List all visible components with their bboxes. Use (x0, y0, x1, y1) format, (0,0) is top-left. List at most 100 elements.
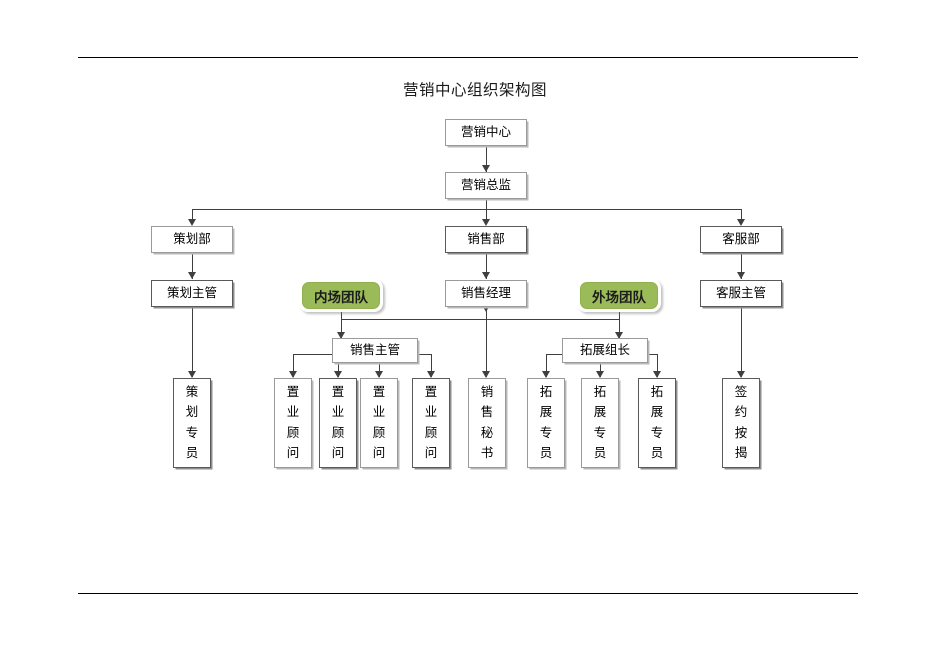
node-outdoor-team[interactable]: 外场团队 (577, 279, 661, 312)
char: 专 (650, 425, 664, 440)
node-expansion-leader[interactable]: 拓展组长 (562, 338, 648, 363)
node-sales-secretary[interactable]: 销 售 秘 书 (468, 378, 506, 468)
node-label: 销售经理 (460, 286, 511, 301)
connector-sales-manager-down (486, 307, 487, 320)
connector-planning-supervisor-to-specialist (192, 307, 193, 377)
arrow-expansion-2 (595, 371, 604, 378)
char: 问 (286, 445, 300, 460)
node-label: 策划部 (173, 232, 211, 247)
char: 约 (734, 405, 748, 420)
node-marketing-center[interactable]: 营销中心 (445, 119, 527, 146)
char: 划 (185, 405, 199, 420)
char: 书 (480, 445, 494, 460)
char: 员 (593, 445, 607, 460)
node-label: 外场团队 (592, 289, 646, 306)
arrow-consultant-4 (426, 371, 435, 378)
node-expansion-specialist-2[interactable]: 拓 展 专 员 (581, 378, 619, 468)
node-indoor-team[interactable]: 内场团队 (299, 279, 383, 312)
arrow-sales-secretary (481, 371, 490, 378)
node-label: 营销中心 (460, 125, 511, 140)
arrow-planning-specialist (187, 371, 196, 378)
char: 拓 (539, 385, 553, 399)
char: 顾 (286, 425, 300, 440)
char: 业 (331, 405, 345, 420)
char: 展 (650, 405, 664, 420)
char: 专 (539, 425, 553, 440)
char: 销 (480, 385, 494, 399)
connector-indoor-team-to-sales-supervisor (341, 305, 342, 338)
header-rule (78, 57, 858, 58)
indoor-team-label-wrap: 内场团队 (302, 282, 380, 309)
node-label: 内场团队 (314, 289, 368, 306)
node-signing-mortgage[interactable]: 签 约 按 揭 (722, 378, 760, 468)
page-title: 营销中心组织架构图 (402, 82, 547, 99)
connector-team-bar (341, 319, 619, 320)
char: 业 (286, 405, 300, 420)
char: 置 (286, 385, 300, 399)
char: 问 (331, 445, 345, 460)
char: 顾 (331, 425, 345, 440)
char: 置 (372, 385, 386, 399)
node-property-consultant-3[interactable]: 置 业 顾 问 (360, 378, 398, 468)
node-planning-specialist[interactable]: 策 划 专 员 (173, 378, 211, 468)
node-label: 客服主管 (715, 286, 766, 301)
char: 顾 (424, 425, 438, 440)
char: 顾 (372, 425, 386, 440)
arrow-service-supervisor (736, 272, 745, 279)
connector-expansion-1-drop (546, 354, 547, 377)
node-property-consultant-1[interactable]: 置 业 顾 问 (274, 378, 312, 468)
connector-consultant-1-drop (293, 354, 294, 377)
connector-consultant-3-drop (379, 363, 380, 377)
node-label: 销售部 (467, 232, 505, 247)
arrow-root-to-director (481, 165, 490, 172)
arrow-expansion-leader (614, 332, 623, 339)
char: 揭 (734, 445, 748, 460)
node-property-consultant-2[interactable]: 置 业 顾 问 (319, 378, 357, 468)
char: 拓 (593, 385, 607, 399)
node-label: 营销总监 (460, 178, 511, 193)
node-sales-supervisor[interactable]: 销售主管 (332, 338, 418, 363)
arrow-consultant-2 (333, 371, 342, 378)
char: 售 (480, 405, 494, 420)
node-label: 客服部 (722, 232, 760, 247)
arrow-signing-mortgage (736, 371, 745, 378)
arrow-sales-supervisor (336, 332, 345, 339)
char: 业 (372, 405, 386, 420)
connector-to-sales-dept (486, 209, 487, 224)
node-planning-supervisor[interactable]: 策划主管 (151, 280, 233, 307)
connector-director-down (486, 199, 487, 210)
connector-to-service-dept (741, 209, 742, 224)
node-label: 销售主管 (349, 343, 400, 358)
arrow-to-service-dept (736, 219, 745, 226)
arrow-planning-supervisor (187, 272, 196, 279)
node-label: 策划主管 (166, 286, 217, 301)
node-expansion-specialist-3[interactable]: 拓 展 专 员 (638, 378, 676, 468)
node-property-consultant-4[interactable]: 置 业 顾 问 (412, 378, 450, 468)
connector-planning-dept-to-supervisor (192, 253, 193, 279)
connector-consultant-2-drop (338, 363, 339, 377)
node-planning-department[interactable]: 策划部 (151, 226, 233, 253)
node-customer-service-department[interactable]: 客服部 (700, 226, 782, 253)
char: 展 (593, 405, 607, 420)
connector-outdoor-team-to-expansion-leader (619, 305, 620, 338)
node-sales-manager[interactable]: 销售经理 (445, 280, 527, 307)
node-marketing-director[interactable]: 营销总监 (445, 172, 527, 199)
char: 问 (372, 445, 386, 460)
footer-rule (78, 593, 858, 594)
arrow-expansion-1 (541, 371, 550, 378)
char: 员 (185, 445, 199, 460)
node-sales-department[interactable]: 销售部 (445, 226, 527, 253)
char: 业 (424, 405, 438, 420)
connector-sales-dept-to-manager (486, 253, 487, 279)
char: 员 (539, 445, 553, 460)
char: 签 (734, 385, 748, 399)
connector-to-planning-dept (192, 209, 193, 224)
char: 按 (734, 425, 748, 440)
arrow-to-sales-dept (481, 219, 490, 226)
connector-distribution-bar (192, 209, 741, 210)
node-customer-service-supervisor[interactable]: 客服主管 (700, 280, 782, 307)
char: 展 (539, 405, 553, 420)
char: 置 (424, 385, 438, 399)
node-expansion-specialist-1[interactable]: 拓 展 专 员 (527, 378, 565, 468)
